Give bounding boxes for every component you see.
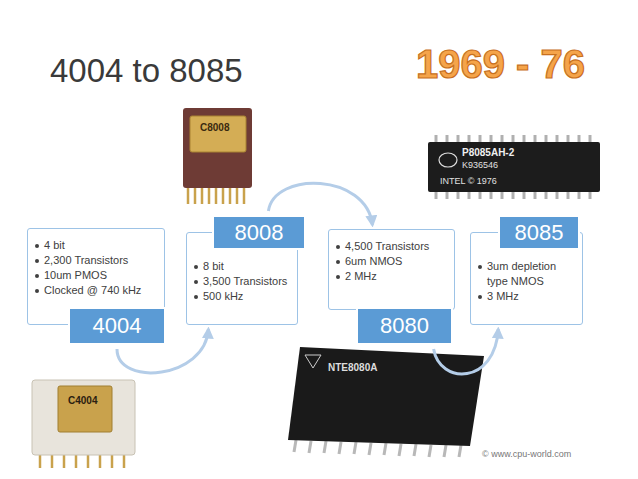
spec-text: Clocked @ 740 kHz [44, 284, 141, 296]
maker-logo [305, 355, 321, 368]
bullet-dot [35, 274, 39, 278]
chip-pins [40, 455, 124, 468]
bullet-item: Clocked @ 740 kHz [34, 283, 158, 298]
bullet-item: 2,300 Transistors [34, 253, 158, 268]
bullet-dot [478, 265, 482, 269]
bullet-item: 2 MHz [335, 269, 448, 284]
spec-text: 3um depletion type NMOS [487, 260, 556, 287]
spec-text: 3,500 Transistors [203, 275, 287, 287]
chip-8080 [288, 347, 484, 457]
chip-4004 [32, 380, 135, 468]
chip-marking: P8085AH-2 [462, 147, 514, 158]
chip-name: 8080 [380, 313, 429, 339]
bullet-item: 500 kHz [193, 289, 291, 304]
chip-body [32, 380, 135, 455]
bullet-dot [194, 280, 198, 284]
bullet-item: 10um PMOS [34, 268, 158, 283]
bullet-dot [35, 244, 39, 248]
chip-name-tab: 8080 [356, 307, 453, 345]
bullet-dot [35, 289, 39, 293]
year-range: 1969 - 76 [416, 42, 585, 87]
slide-title: 4004 to 8085 [50, 52, 243, 90]
bullet-item: 3,500 Transistors [193, 274, 291, 289]
spec-text: 8 bit [203, 260, 224, 272]
spec-box: 4,500 Transistors 6um NMOS 2 MHz [328, 229, 455, 310]
chip-body [183, 108, 252, 188]
chip-8085 [428, 135, 600, 199]
watermark: © www.cpu-world.com [482, 449, 571, 459]
chip-marking: C4004 [68, 395, 97, 406]
bullet-item: 4,500 Transistors [335, 239, 448, 254]
chip-lid [58, 386, 112, 432]
spec-text: 500 kHz [203, 290, 243, 302]
bullet-dot [194, 295, 198, 299]
chip-body [428, 142, 600, 192]
spec-text: 3 MHz [487, 290, 519, 302]
bullet-item: 3 MHz [477, 289, 576, 304]
bullet-dot [194, 265, 198, 269]
bullet-item: 6um NMOS [335, 254, 448, 269]
chip-body [288, 347, 484, 446]
bullet-dot [336, 275, 340, 279]
chip-name: 4004 [93, 313, 142, 339]
bullet-item: 4 bit [34, 238, 158, 253]
bullet-dot [35, 259, 39, 263]
chip-name-tab: 4004 [68, 307, 166, 345]
spec-text: 2,300 Transistors [44, 254, 128, 266]
chip-name-tab: 8085 [498, 215, 580, 250]
chip-marking: K936546 [462, 160, 498, 170]
chip-lid [190, 116, 246, 152]
bullet-dot [336, 260, 340, 264]
bullet-item: 8 bit [193, 259, 291, 274]
chip-name-tab: 8008 [212, 215, 306, 250]
spec-text: 6um NMOS [345, 255, 402, 267]
spec-text: 10um PMOS [44, 269, 107, 281]
spec-text: 4,500 Transistors [345, 240, 429, 252]
spec-text: 4 bit [44, 239, 65, 251]
chip-marking: INTEL © 1976 [440, 176, 497, 186]
bullet-item: 3um depletion type NMOS [477, 259, 576, 289]
bullet-dot [336, 245, 340, 249]
chip-pins [188, 188, 244, 204]
chip-name: 8008 [235, 220, 284, 246]
chip-marking: NTE8080A [328, 362, 377, 373]
bullet-dot [478, 295, 482, 299]
chip-8008 [183, 108, 252, 204]
chip-name: 8085 [515, 220, 564, 246]
chip-marking: C8008 [200, 122, 229, 133]
spec-text: 2 MHz [345, 270, 377, 282]
maker-logo [439, 153, 457, 167]
